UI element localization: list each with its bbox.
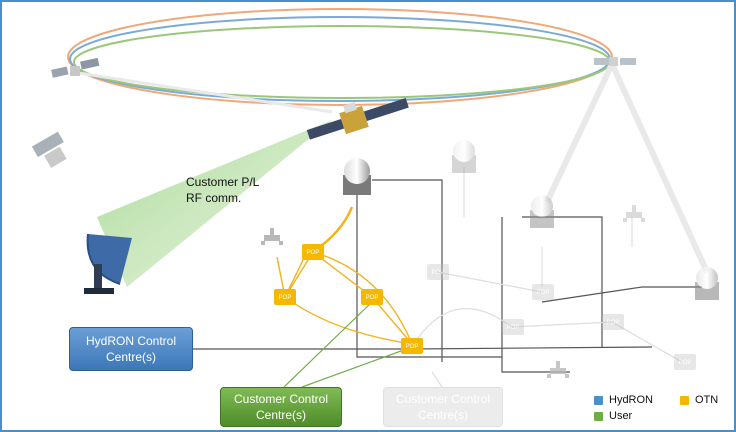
svg-text:POP: POP: [537, 290, 550, 296]
legend-item: HydRON: [594, 394, 653, 406]
legend-label: User: [609, 410, 633, 422]
legend-item: User: [594, 410, 632, 422]
ground-station-icon: [530, 195, 554, 228]
pop-node-faded: POP: [502, 319, 524, 335]
legend-swatch-user: [594, 411, 603, 421]
ground-station-icon: [452, 140, 476, 173]
satellite-icon: [31, 131, 67, 168]
pop-node: POP: [274, 289, 296, 305]
pop-node: POP: [361, 289, 383, 305]
faded-feeder-links: [71, 62, 710, 274]
pop-node-faded: POP: [532, 284, 554, 300]
legend-item: OTN: [680, 394, 718, 406]
otn-links: [276, 206, 413, 345]
rf-label-line: Customer P/L: [186, 175, 260, 189]
legend-label: OTN: [695, 394, 719, 406]
legend-swatch-hydron: [594, 395, 603, 405]
svg-text:POP: POP: [507, 325, 520, 331]
legend-swatch-otn: [680, 395, 689, 405]
faded-links: [411, 167, 683, 388]
orbit-ring-green: [73, 25, 611, 99]
pop-node-faded: POP: [674, 354, 696, 370]
pop-node-faded: POP: [602, 314, 624, 330]
hydron-control-centre-box: HydRON Control Centre(s): [69, 327, 193, 371]
box-label-line: Customer Control: [233, 392, 329, 406]
rf-beam: [97, 120, 332, 287]
svg-text:POP: POP: [307, 250, 320, 256]
pop-node: POP: [401, 338, 423, 354]
rf-comm-label: Customer P/L RF comm.: [186, 174, 259, 206]
customer-control-centre-box-faded: Customer Control Centre(s): [383, 387, 503, 427]
box-label-line: Centre(s): [105, 350, 156, 364]
box-label-line: Customer Control: [395, 392, 491, 406]
pop-node-faded: POP: [427, 264, 449, 280]
svg-text:POP: POP: [679, 360, 692, 366]
customer-control-centre-box: Customer Control Centre(s): [220, 387, 342, 427]
satellite-icon: [594, 57, 636, 66]
svg-text:POP: POP: [607, 320, 620, 326]
svg-text:POP: POP: [279, 295, 292, 301]
pop-node: POP: [302, 244, 324, 260]
svg-text:POP: POP: [366, 295, 379, 301]
ground-station-icon: [343, 158, 371, 195]
user-terminal-icon: [623, 205, 645, 222]
svg-text:POP: POP: [432, 270, 445, 276]
rf-label-line: RF comm.: [186, 191, 242, 205]
orbit-rings: [67, 8, 613, 106]
orbit-ring-orange: [67, 8, 613, 106]
box-label-line: Centre(s): [417, 408, 468, 422]
svg-text:POP: POP: [406, 344, 419, 350]
satellite-icon: [306, 97, 409, 140]
user-links: [283, 301, 413, 388]
user-terminal-icon: [547, 361, 569, 378]
user-terminal-icon: [261, 228, 283, 245]
box-label-line: Centre(s): [255, 408, 306, 422]
box-label-line: HydRON Control: [85, 334, 177, 348]
satellite-icon: [51, 57, 100, 78]
antenna-dish-icon: [84, 233, 132, 294]
ground-station-icon: [695, 267, 719, 300]
legend-label: HydRON: [609, 394, 654, 406]
